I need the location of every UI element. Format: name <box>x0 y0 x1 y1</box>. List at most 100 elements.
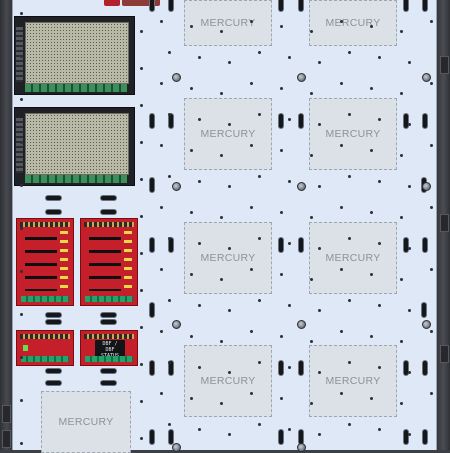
mercury-label: MERCURY <box>200 128 256 140</box>
mounting-slot <box>279 0 283 11</box>
panel-screw <box>422 320 431 329</box>
mounting-hole <box>340 206 343 209</box>
mounting-hole <box>198 180 201 183</box>
mercury-placeholder[interactable]: MERCURY <box>184 222 272 294</box>
mounting-hole <box>430 330 433 333</box>
mounting-hole <box>280 25 283 28</box>
mounting-hole <box>288 304 291 307</box>
mounting-hole <box>140 215 143 218</box>
mounting-hole <box>318 433 321 436</box>
psu-grille <box>25 113 129 175</box>
mounting-slot-horizontal <box>101 320 116 324</box>
mercury-placeholder[interactable]: MERCURY <box>41 391 131 453</box>
mounting-hole <box>288 428 291 431</box>
mounting-hole <box>340 268 343 271</box>
mercury-label: MERCURY <box>200 17 256 29</box>
mercury-placeholder[interactable]: MERCURY <box>184 345 272 417</box>
mounting-hole <box>378 180 381 183</box>
mounting-hole <box>190 335 193 338</box>
mounting-slot <box>169 238 173 252</box>
mercury-label: MERCURY <box>325 128 381 140</box>
mounting-hole <box>280 397 283 400</box>
small-status-board[interactable]: DBF / DBF STATUS <box>80 330 138 366</box>
mounting-hole <box>348 113 351 116</box>
mounting-slot <box>423 114 427 128</box>
power-supply[interactable] <box>14 107 135 186</box>
panel-screw <box>172 443 181 452</box>
mounting-hole <box>408 123 411 126</box>
mounting-hole <box>160 20 163 23</box>
psu-vent <box>16 118 23 173</box>
mounting-hole <box>220 402 223 405</box>
mounting-slot <box>423 430 427 444</box>
mounting-hole <box>340 20 343 23</box>
mounting-slot <box>404 430 408 444</box>
board-terminal <box>85 296 133 302</box>
mounting-slot-horizontal <box>46 320 61 324</box>
mounting-slot <box>404 238 408 252</box>
mounting-hole <box>140 252 143 255</box>
mounting-hole <box>258 423 261 426</box>
mounting-hole <box>310 154 313 157</box>
mounting-hole <box>378 242 381 245</box>
mounting-hole <box>168 361 171 364</box>
mounting-hole <box>370 149 373 152</box>
mounting-hole <box>250 144 253 147</box>
mercury-placeholder[interactable]: MERCURY <box>309 98 397 170</box>
mounting-hole <box>258 361 261 364</box>
mounting-slot-horizontal <box>46 210 61 214</box>
chip-label: DBF / DBF <box>102 341 118 353</box>
mounting-hole <box>378 56 381 59</box>
mounting-hole <box>408 247 411 250</box>
mercury-placeholder[interactable]: MERCURY <box>184 0 272 46</box>
mounting-slot-horizontal <box>101 369 116 373</box>
mounting-hole <box>280 87 283 90</box>
relay-board[interactable] <box>16 218 74 306</box>
mercury-placeholder[interactable]: MERCURY <box>309 222 397 294</box>
mounting-hole <box>310 30 313 33</box>
mounting-hole <box>140 67 143 70</box>
mounting-hole <box>220 92 223 95</box>
mounting-hole <box>400 154 403 157</box>
mounting-slot-horizontal <box>101 210 116 214</box>
mounting-slot <box>423 238 427 252</box>
board-relays <box>25 231 57 291</box>
mounting-hole <box>250 392 253 395</box>
mounting-hole <box>250 206 253 209</box>
mounting-hole <box>400 340 403 343</box>
mounting-slot <box>150 178 154 192</box>
panel-screw <box>297 73 306 82</box>
mounting-hole <box>318 371 321 374</box>
panel-screw <box>297 320 306 329</box>
mercury-label: MERCURY <box>325 17 381 29</box>
frame-notch <box>440 345 449 363</box>
mounting-hole <box>288 180 291 183</box>
mounting-hole <box>408 433 411 436</box>
frame-notch <box>2 405 11 423</box>
relay-board[interactable] <box>80 218 138 306</box>
mounting-slot <box>299 430 303 444</box>
mercury-placeholder[interactable]: MERCURY <box>184 98 272 170</box>
mercury-placeholder[interactable]: MERCURY <box>309 0 397 46</box>
mounting-hole <box>168 113 171 116</box>
mounting-hole <box>280 273 283 276</box>
mounting-hole <box>228 123 231 126</box>
mounting-hole <box>408 185 411 188</box>
power-supply[interactable] <box>14 16 135 95</box>
panel-screw <box>422 73 431 82</box>
psu-grille <box>25 22 129 84</box>
board-header-pins <box>84 334 134 339</box>
mercury-placeholder[interactable]: MERCURY <box>309 345 397 417</box>
mounting-hole <box>370 87 373 90</box>
mounting-hole <box>340 144 343 147</box>
mounting-hole <box>258 113 261 116</box>
psu-terminals <box>25 175 127 183</box>
mounting-hole <box>400 216 403 219</box>
mounting-hole <box>198 118 201 121</box>
mounting-hole <box>140 400 143 403</box>
small-relay-board[interactable] <box>16 330 74 366</box>
mounting-hole <box>140 178 143 181</box>
mounting-hole <box>318 61 321 64</box>
frame-left <box>0 0 12 450</box>
mounting-slot <box>299 0 303 11</box>
